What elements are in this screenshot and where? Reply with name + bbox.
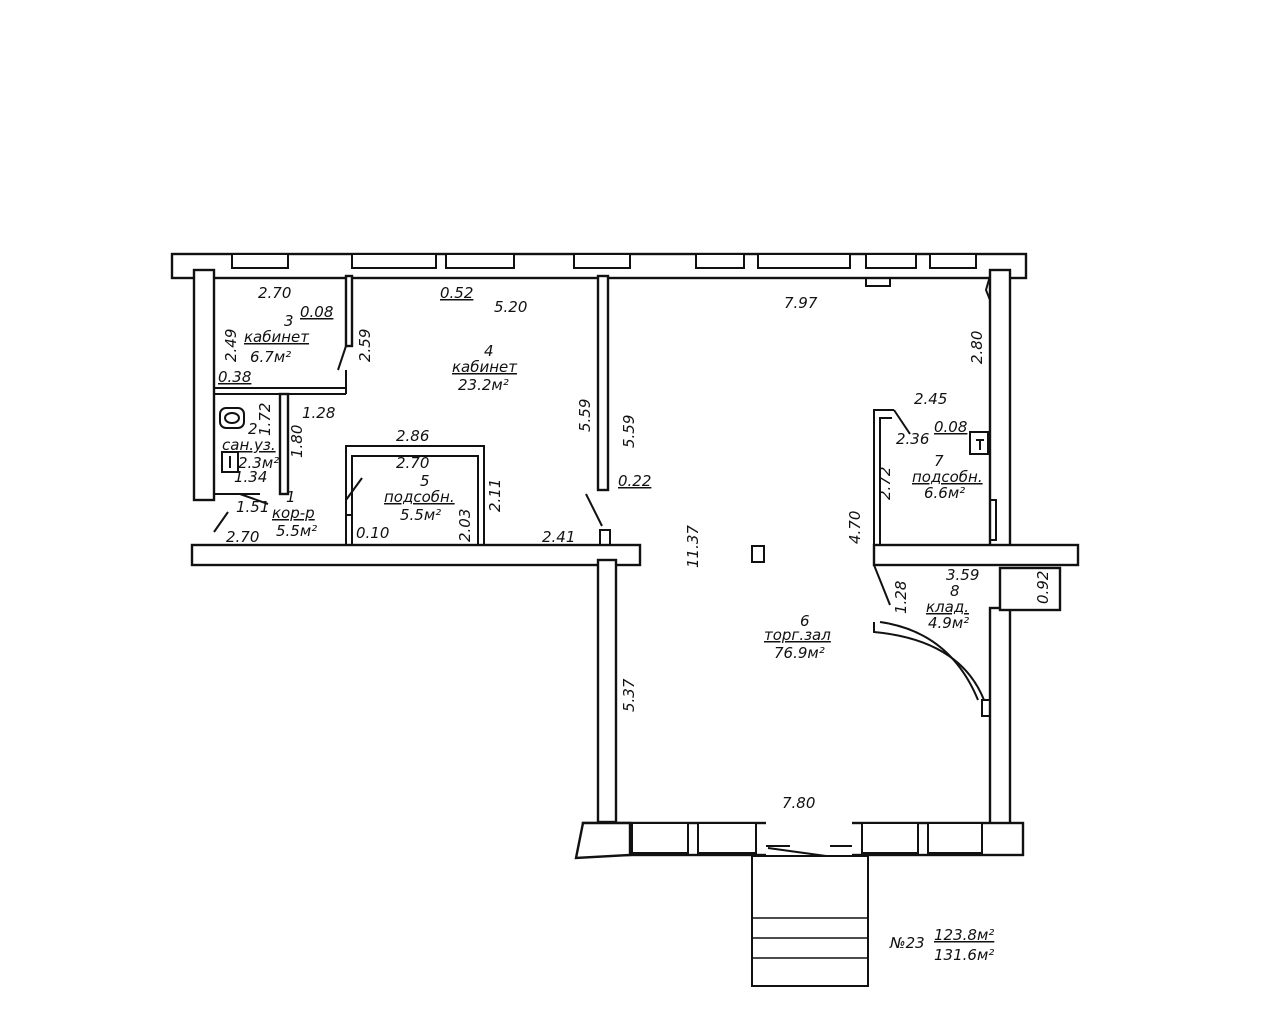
dim-203: 2.03 bbox=[456, 509, 474, 542]
room-8-name: клад. bbox=[926, 598, 969, 616]
dim-249: 2.49 bbox=[222, 329, 240, 362]
dim-520: 5.20 bbox=[494, 298, 527, 316]
dim-797: 7.97 bbox=[784, 294, 818, 312]
dim-559-a: 5.59 bbox=[576, 399, 594, 432]
room-2-number: 2 bbox=[248, 420, 258, 438]
dimension-labels: 2.70 0.08 0.52 5.20 7.97 2.49 2.59 0.38 … bbox=[218, 284, 1052, 812]
dim-245: 2.45 bbox=[914, 390, 947, 408]
dim-537: 5.37 bbox=[620, 678, 638, 712]
room-2-area: 2.3м² bbox=[238, 454, 279, 472]
room-3-area: 6.7м² bbox=[250, 348, 291, 366]
dim-286: 2.86 bbox=[396, 427, 429, 445]
room-1-number: 1 bbox=[286, 488, 296, 506]
dim-359: 3.59 bbox=[946, 566, 979, 584]
room-5-number: 5 bbox=[420, 472, 430, 490]
dim-022: 0.22 bbox=[618, 472, 651, 490]
dim-236: 2.36 bbox=[896, 430, 929, 448]
windows bbox=[231, 253, 983, 857]
dim-270-mid: 2.70 bbox=[396, 454, 429, 472]
dim-280: 2.80 bbox=[968, 331, 986, 364]
room-4-area: 23.2м² bbox=[458, 376, 509, 394]
area-summary: №23 123.8м² 131.6м² bbox=[889, 926, 994, 964]
room-4-number: 4 bbox=[484, 342, 494, 360]
room-1-area: 5.5м² bbox=[276, 522, 317, 540]
dim-270-bot: 2.70 bbox=[226, 528, 259, 546]
room-2-name: сан.уз. bbox=[222, 436, 276, 454]
room-3-number: 3 bbox=[284, 312, 294, 330]
dim-211: 2.11 bbox=[486, 479, 504, 512]
room-5-area: 5.5м² bbox=[400, 506, 441, 524]
dim-038: 0.38 bbox=[218, 368, 251, 386]
room-6-area: 76.9м² bbox=[774, 644, 825, 662]
dim-272: 2.72 bbox=[876, 467, 894, 500]
dim-010: 0.10 bbox=[356, 524, 389, 542]
dim-008-b: 0.08 bbox=[934, 418, 967, 436]
dim-180: 1.80 bbox=[288, 425, 306, 458]
room-labels: 3 кабинет 6.7м² 4 кабинет 23.2м² 2 сан.у… bbox=[222, 312, 983, 662]
dim-559-b: 5.59 bbox=[620, 415, 638, 448]
dim-008-a: 0.08 bbox=[300, 303, 333, 321]
dim-151: 1.51 bbox=[236, 498, 269, 516]
room-7-number: 7 bbox=[934, 452, 944, 470]
dim-128-a: 1.28 bbox=[302, 404, 335, 422]
room-6-name: торг.зал bbox=[764, 626, 831, 644]
room-6-number: 6 bbox=[800, 612, 810, 630]
dim-470: 4.70 bbox=[846, 511, 864, 544]
room-3-name: кабинет bbox=[244, 328, 310, 346]
dim-134: 1.34 bbox=[234, 468, 267, 486]
entrance-stairs bbox=[751, 855, 869, 987]
dim-1137: 11.37 bbox=[684, 525, 702, 568]
dim-241: 2.41 bbox=[542, 528, 575, 546]
room-4-name: кабинет bbox=[452, 358, 518, 376]
room-8-number: 8 bbox=[950, 582, 960, 600]
room-5-name: подсобн. bbox=[384, 488, 455, 506]
summary-area-living: 123.8м² bbox=[934, 926, 994, 944]
room-7-area: 6.6м² bbox=[924, 484, 965, 502]
dim-780: 7.80 bbox=[782, 794, 815, 812]
dim-092: 0.92 bbox=[1034, 571, 1052, 604]
summary-label: №23 bbox=[889, 934, 925, 952]
dim-128-b: 1.28 bbox=[892, 581, 910, 614]
room-7-name: подсобн. bbox=[912, 468, 983, 486]
dim-259: 2.59 bbox=[356, 329, 374, 362]
summary-area-total: 131.6м² bbox=[934, 946, 994, 964]
interior-partitions bbox=[213, 274, 997, 717]
dim-172: 1.72 bbox=[256, 403, 274, 436]
dim-270-top: 2.70 bbox=[258, 284, 291, 302]
room-8-area: 4.9м² bbox=[928, 614, 969, 632]
room-1-name: кор-р bbox=[272, 504, 315, 522]
dim-052: 0.52 bbox=[440, 284, 473, 302]
